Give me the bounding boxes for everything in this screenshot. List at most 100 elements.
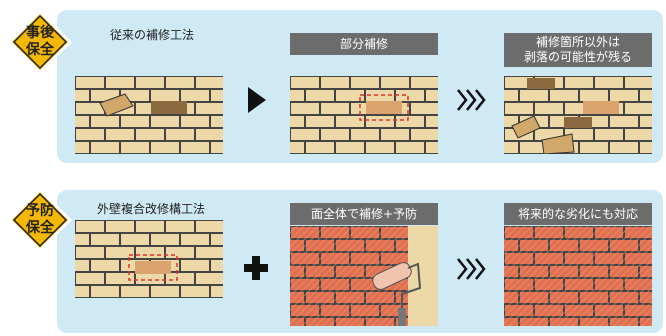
brick [106,247,134,258]
brick [336,116,364,127]
brick [625,103,652,114]
brick [505,253,533,264]
brick [565,129,593,140]
brick [136,247,164,258]
brick [565,77,593,88]
repair-marker [128,254,178,281]
brick [505,103,533,114]
brick [520,292,548,303]
brick [306,116,334,127]
diamond-sign-icon [8,188,72,252]
brick [91,260,119,271]
triple-chevron-icon [457,258,486,280]
brick [550,318,578,326]
brick-wall-remaining-risk [504,76,652,154]
brick [181,90,209,101]
brick [520,142,548,153]
brick [625,279,652,290]
brick [91,142,119,153]
plus-icon [244,256,268,280]
brick [580,240,608,251]
brick [580,318,608,326]
brick [366,266,394,277]
brick [136,77,164,88]
brick [196,77,223,88]
brick [505,77,533,88]
brick [610,318,638,326]
repair-patch [583,101,619,114]
brick [151,142,179,153]
brick [504,142,518,153]
play-arrow-icon [248,87,266,113]
brick [625,227,652,238]
brick [136,273,164,284]
brick [321,103,349,114]
brick [151,90,179,101]
brick [166,77,194,88]
brick [106,129,134,140]
brick [196,103,223,114]
brick [595,129,623,140]
brick [290,318,304,326]
brick [106,77,134,88]
badge-line1: 事後 [26,25,54,41]
brick [565,103,593,114]
brick [151,286,179,297]
conventional-method-caption: 従来の補修工法 [110,28,195,42]
brick [640,266,652,277]
brick [396,90,424,101]
brick [321,129,349,140]
brick [366,90,394,101]
brick [291,77,319,88]
falling-brick [511,115,541,139]
brick-wall-coating [290,226,438,326]
brick [290,292,304,303]
brick [336,292,364,303]
brick [211,286,223,297]
brick [181,260,209,271]
brick [565,253,593,264]
brick [76,221,104,232]
brick [76,103,104,114]
brick [291,129,319,140]
brick [75,286,89,297]
brick [76,77,104,88]
partial-repair-title: 部分補修 [290,33,438,55]
brick [351,77,379,88]
brick [366,142,394,153]
brick [351,305,379,316]
brick [565,305,593,316]
brick [520,266,548,277]
brick [91,90,119,101]
brick [336,318,364,326]
brick [381,129,409,140]
brick [291,279,319,290]
brick [396,116,424,127]
brick [76,273,104,284]
brick [535,103,563,114]
brick [166,247,194,258]
brick [640,142,652,153]
brick [290,142,304,153]
brick [306,142,334,153]
brick-wall-coated [504,226,652,326]
brick [351,103,379,114]
uncoated-area [408,226,438,326]
damaged-brick [564,117,592,128]
brick [396,142,424,153]
brick [196,129,223,140]
brick [166,273,194,284]
brick [121,142,149,153]
badge-line2: 保全 [26,42,54,58]
brick [535,279,563,290]
brick [336,142,364,153]
brick [565,227,593,238]
brick [610,116,638,127]
brick [351,253,379,264]
brick [121,116,149,127]
composite-method-caption: 外壁複合改修構工法 [97,202,206,216]
brick [76,247,104,258]
brick [504,240,518,251]
brick [291,253,319,264]
brick [505,305,533,316]
